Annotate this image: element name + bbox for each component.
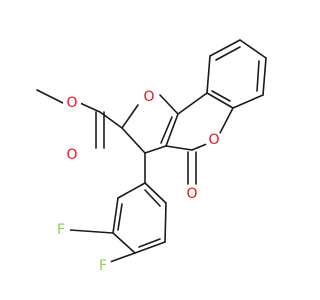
para-fluorine-atom: F bbox=[94, 257, 112, 275]
bond-c9b-c3a-inner bbox=[160, 116, 173, 144]
bond-benzo-c7-c6 bbox=[262, 57, 267, 96]
bond-c4-c3a bbox=[165, 145, 193, 151]
bond-benzo-c8-c7 bbox=[239, 39, 267, 59]
ester-single-oxygen-atom: O bbox=[63, 94, 81, 112]
ester-carbonyl-oxygen-label: O bbox=[66, 147, 77, 163]
furan-oxygen-label: O bbox=[143, 89, 154, 105]
ester-single-oxygen-label: O bbox=[66, 95, 77, 111]
bond-c3prime-fluorine bbox=[69, 229, 114, 234]
bond-c3a-c3 bbox=[144, 145, 167, 154]
meta-fluorine-label: F bbox=[57, 222, 65, 238]
pyranone-carbonyl-oxygen-atom: O bbox=[183, 185, 201, 203]
bond-benzo-c9-c8 bbox=[209, 39, 241, 57]
bond-aryl-inner-b bbox=[138, 238, 161, 248]
bond-c9b-c9a bbox=[177, 92, 208, 115]
molecule-structure-diagram: O O O O O F F bbox=[36, 39, 267, 275]
bond-c5a-ring-oxygen bbox=[218, 107, 234, 136]
bond-methyl-oxygen bbox=[36, 89, 64, 104]
bond-layer bbox=[36, 39, 267, 263]
bond-aryl-ipso-c2prime bbox=[117, 182, 146, 199]
pyranone-ring-oxygen-atom: O bbox=[205, 131, 223, 149]
atom-label-layer: O O O O O F F bbox=[52, 88, 223, 275]
bond-ester-oxygen-carbonyl-carbon bbox=[79, 102, 101, 113]
bond-aryl-inner-c bbox=[144, 189, 161, 207]
bond-benzo-inner-c bbox=[211, 90, 231, 102]
meta-fluorine-atom: F bbox=[52, 221, 70, 239]
bond-benzo-c6-c5a bbox=[232, 94, 264, 109]
bond-c9a-c5a bbox=[206, 92, 234, 109]
bond-benzo-inner-b bbox=[256, 60, 260, 92]
bond-benzo-c9a-c9 bbox=[206, 55, 211, 94]
ester-carbonyl-oxygen-atom: O bbox=[63, 146, 81, 164]
para-fluorine-label: F bbox=[99, 258, 107, 274]
pyranone-carbonyl-oxygen-label: O bbox=[186, 186, 197, 202]
bond-c4prime-fluorine bbox=[109, 252, 136, 263]
bond-c9b-c3a bbox=[165, 113, 179, 147]
bond-c3-c2 bbox=[121, 127, 146, 154]
bond-benzo-inner-a bbox=[215, 46, 241, 61]
bond-aryl-c2prime-c3prime bbox=[112, 197, 119, 234]
bond-aryl-c4prime-c5prime bbox=[134, 241, 166, 254]
bond-aryl-c3prime-c4prime bbox=[112, 232, 136, 254]
bond-c2-furan-oxygen bbox=[121, 104, 139, 129]
pyranone-ring-oxygen-label: O bbox=[208, 132, 219, 148]
bond-aryl-c5prime-c6prime bbox=[164, 202, 167, 243]
bond-aryl-inner-a bbox=[117, 203, 123, 231]
furan-oxygen-atom: O bbox=[140, 88, 158, 106]
bond-furan-oxygen-c9b bbox=[159, 94, 179, 115]
bond-aryl-c6prime-ipso bbox=[144, 182, 167, 204]
